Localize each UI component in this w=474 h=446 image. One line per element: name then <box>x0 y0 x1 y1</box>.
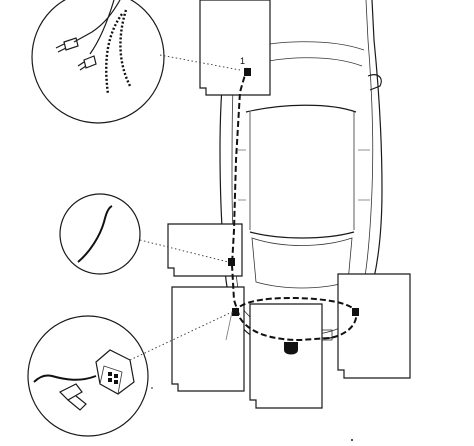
panel-right <box>337 273 411 379</box>
connector-point-front <box>244 68 251 76</box>
panel-lower-left <box>171 286 245 392</box>
panel-mid-left <box>167 223 243 277</box>
wire-clip-detail-icon <box>31 0 165 124</box>
connector-point-right <box>352 308 359 316</box>
leader-line-fade <box>225 311 233 341</box>
leader-line-bottom <box>129 311 233 361</box>
connector-point-lower <box>232 308 239 316</box>
panel-top-left <box>199 0 271 96</box>
cable-detail-icon <box>59 193 141 275</box>
connector-point-mid <box>228 258 235 266</box>
wiring-harness-line <box>230 67 358 342</box>
tow-bar-socket-icon <box>284 342 298 355</box>
harness-start-marker: 1 <box>240 56 245 66</box>
leader-line-top <box>159 54 241 71</box>
leader-line-mid <box>139 239 229 263</box>
panel-bottom-center <box>249 303 323 409</box>
connector-plug-detail-icon <box>27 315 149 437</box>
